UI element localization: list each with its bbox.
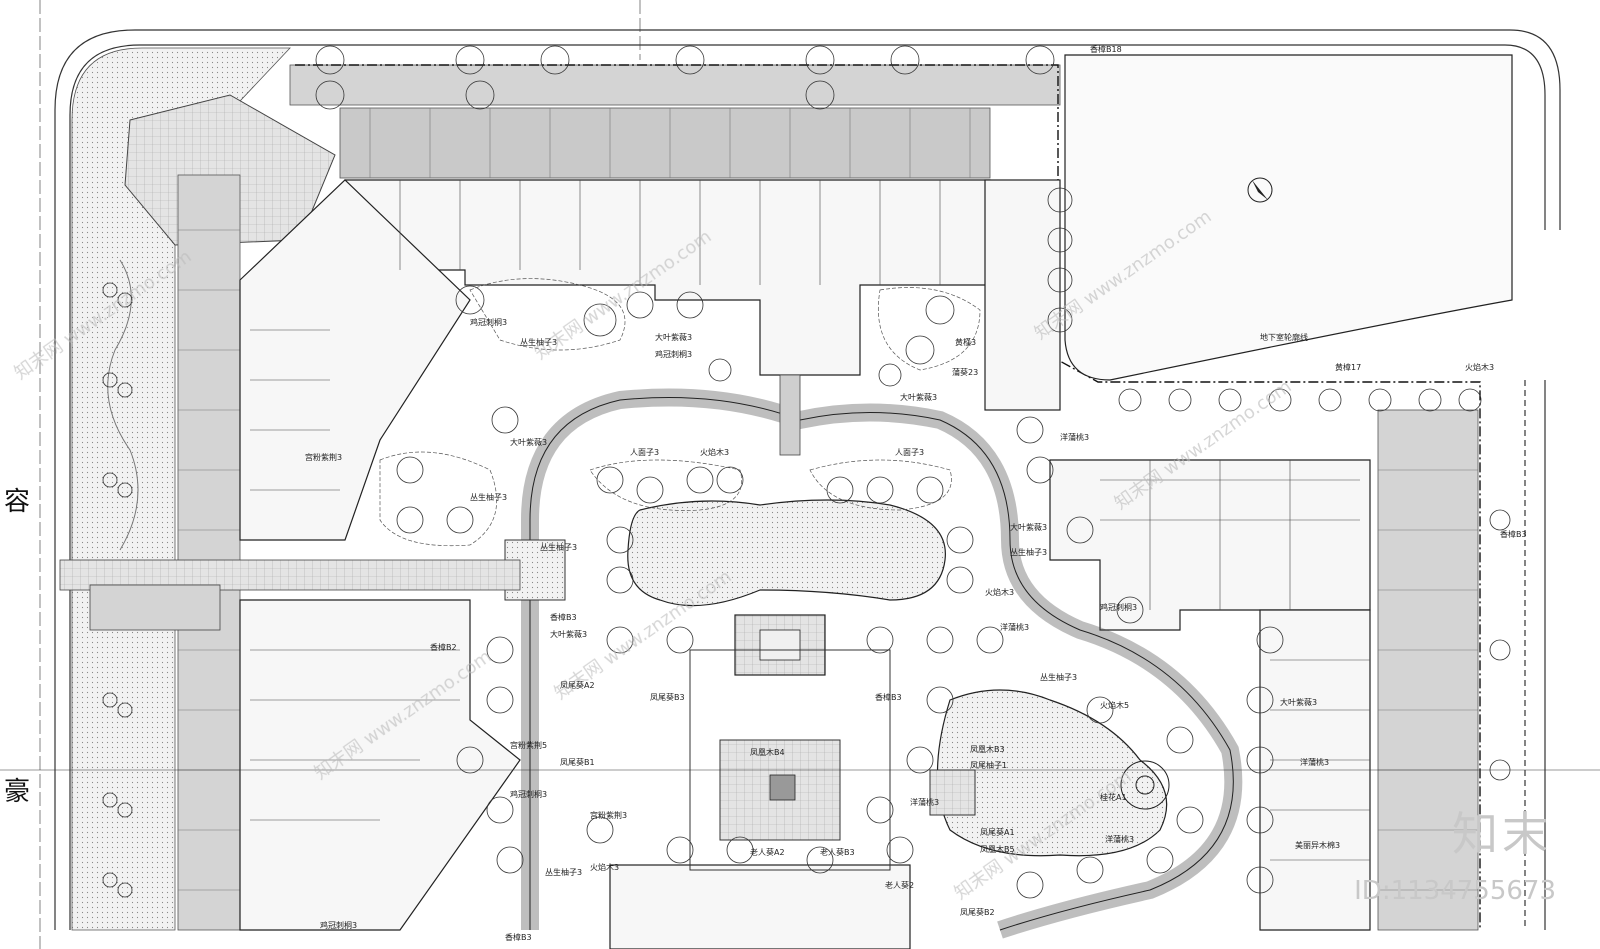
- label-fenghuangmu: 凤凰木B4: [750, 747, 785, 757]
- label-shihua: 桂花A1: [1100, 792, 1127, 802]
- main-axis-path: [779, 374, 801, 456]
- fountain-core: [1135, 775, 1155, 795]
- road-outline: [54, 29, 1561, 930]
- pool-south: [936, 689, 1168, 857]
- label-jiguan-ci: 鸡冠刺桐3: [655, 349, 692, 359]
- label-dayezitan: 大叶紫薇3: [1280, 697, 1317, 707]
- label-huoyanmu: 火焰木3: [1465, 362, 1494, 372]
- ceremonial-plaza: [689, 649, 891, 871]
- parking-strip-west: [177, 174, 241, 931]
- north-arrow-icon: [1247, 177, 1273, 203]
- label-huoyanmu: 火焰木5: [1100, 700, 1129, 710]
- label-xiangzhang: 香樟B2: [430, 642, 457, 652]
- label-congsheng-youzi: 丛生柚子3: [545, 867, 582, 877]
- pool-north: [627, 499, 946, 607]
- label-yangzijing: 洋蒲桃3: [1105, 834, 1134, 844]
- label-huoyanmu: 火焰木3: [590, 862, 619, 872]
- label-laorenkui: 老人葵B3: [820, 847, 855, 857]
- label-pusong: 蒲葵23: [952, 367, 978, 377]
- label-fenghuangmu: 凤凰木B3: [970, 744, 1005, 754]
- label-congsheng-youzi: 丛生柚子3: [470, 492, 507, 502]
- east-pavilion: [929, 769, 976, 816]
- pavilion-inner: [759, 629, 801, 661]
- label-yangzijing: 洋蒲桃3: [1060, 432, 1089, 442]
- parking-strip-east: [1377, 409, 1479, 931]
- label-congsheng-youzi: 丛生柚子3: [540, 542, 577, 552]
- label-fenghuangmu: 凤凰木B5: [980, 844, 1015, 854]
- label-laorenkui: 老人葵2: [885, 880, 914, 890]
- building-rooms: [250, 180, 1370, 861]
- watermark-brand: 知末: [1452, 807, 1552, 861]
- label-fengweikui: 凤尾葵B3: [650, 692, 685, 702]
- label-laorenkui: 老人葵A2: [750, 847, 785, 857]
- label-yangzijing: 洋蒲桃3: [1300, 757, 1329, 767]
- label-jiguan-ci: 鸡冠刺桐3: [320, 920, 357, 930]
- label-fengweikui: 凤尾葵B2: [960, 907, 995, 917]
- loop-walkway-line: [529, 397, 1234, 931]
- planting-beds: [379, 278, 981, 547]
- label-jiguan-ci: 鸡冠刺桐3: [470, 317, 507, 327]
- label-dayezitan: 大叶紫薇3: [1010, 522, 1047, 532]
- label-xiangzhang-b18: 香樟B18: [1090, 44, 1122, 54]
- parking-strip-north: [289, 64, 1061, 106]
- label-dayezitan: 大叶紫薇3: [900, 392, 937, 402]
- label-xiangzhang: 香樟B3: [1500, 529, 1527, 539]
- label-fengweikui: 凤尾葵A2: [560, 680, 595, 690]
- label-renmianzi: 人面子3: [630, 448, 659, 457]
- label-gongfen-zitan: 宫粉紫荆3: [590, 810, 627, 820]
- label-huoyanmu: 火焰木3: [700, 447, 729, 457]
- label-congsheng-youzi: 丛生柚子3: [1040, 672, 1077, 682]
- label-dayezitan: 大叶紫薇3: [510, 437, 547, 447]
- label-basement-outline: 地下室轮廓线: [1260, 332, 1308, 342]
- plant-labels: 香樟B18 鸡冠刺桐3 丛生柚子3 大叶紫薇3 鸡冠刺桐3 黄槿3 蒲葵23 大…: [305, 44, 1527, 942]
- label-meirui: 美丽异木棉3: [1295, 840, 1340, 850]
- sidewalk-band: [71, 47, 291, 931]
- label-gongfen-zitan: 宫粉紫荆3: [305, 452, 342, 462]
- road-name-top: 容: [4, 487, 30, 517]
- label-renmianzi: 人面子3: [895, 448, 924, 457]
- label-jiguan-ci: 鸡冠刺桐3: [510, 789, 547, 799]
- label-congsheng-youzi: 丛生柚子3: [520, 337, 557, 347]
- label-fengweikui: 凤尾葵B1: [560, 757, 595, 767]
- road-name-bottom: 豪: [4, 777, 30, 807]
- label-huangzhang: 黄樟17: [1335, 362, 1361, 372]
- fountain: [1120, 760, 1170, 810]
- label-gongfen-zitan: 宫粉紫荆5: [510, 740, 547, 750]
- label-fengweikui: 凤尾葵A1: [980, 827, 1015, 837]
- label-jiguan-ci: 鸡冠刺桐3: [1100, 602, 1137, 612]
- plaza-center: [769, 774, 796, 801]
- label-fengweikui: 凤尾柚子1: [970, 760, 1007, 770]
- watermark-id: ID:1134755673: [1354, 876, 1556, 906]
- label-dayezitan: 大叶紫薇3: [655, 332, 692, 342]
- label-xiangzhang: 香樟B3: [875, 692, 902, 702]
- buildings: [239, 179, 1371, 949]
- label-yangzijing: 洋蒲桃3: [1000, 622, 1029, 632]
- label-xiangzhang: 香樟B3: [505, 932, 532, 942]
- trees: [102, 45, 1511, 899]
- label-huanglan: 黄槿3: [955, 337, 976, 347]
- west-gate: [89, 584, 221, 631]
- label-congsheng-youzi: 丛生柚子3: [1010, 547, 1047, 557]
- label-dayezitan: 大叶紫薇3: [550, 629, 587, 639]
- label-xiangzhang: 香樟B3: [550, 612, 577, 622]
- parking-strip-northmid: [339, 107, 991, 179]
- basement-lot: [1064, 54, 1513, 381]
- label-huoyanmu: 火焰木3: [985, 587, 1014, 597]
- label-yangzijing: 洋蒲桃3: [910, 797, 939, 807]
